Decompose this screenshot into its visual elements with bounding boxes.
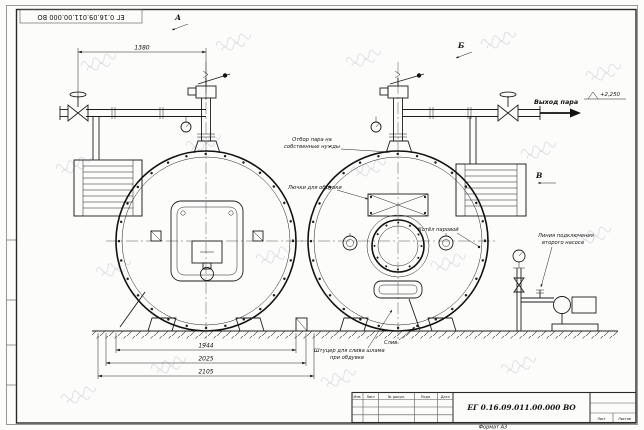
dimensions: 1380 1944 2025 2105 — [77, 45, 315, 379]
manhole — [366, 214, 430, 278]
pump-line-line1: Линия подключения — [537, 233, 594, 239]
boiler-right-view — [307, 70, 541, 332]
sludge-line2: при обдувке — [330, 355, 364, 361]
top-left-designation: ЕГ 0.16.09.011.00.000 ВО — [37, 13, 124, 21]
elevation-value: +2,250 — [600, 92, 621, 98]
pump-body — [553, 296, 571, 314]
drain-stub — [408, 298, 421, 331]
hatches-label: Лючки для обдувки — [287, 185, 342, 191]
steam-pipe-left — [86, 107, 206, 119]
annotation-hatches: Лючки для обдувки — [287, 185, 369, 200]
view-b-label: Б — [457, 41, 465, 50]
steam-outlet-arrow — [570, 108, 581, 118]
pump-base — [551, 323, 599, 332]
gate-valve-right — [497, 91, 541, 122]
annotation-pump-line: Линия подключения второго насоса — [537, 233, 594, 288]
steam-pipe-right — [402, 107, 498, 119]
tb-designation: ЕГ 0.16.09.011.00.000 ВО — [466, 403, 576, 412]
pressure-gauge-right — [370, 116, 382, 133]
top-blowoff-hatch — [367, 193, 429, 217]
own-needs-line1: Отбор пара на — [292, 137, 332, 143]
sheet-frame: ЕГ 0.16.09.011.00.000 ВО — [6, 5, 638, 425]
boiler-label: Котёл паровой — [418, 227, 459, 233]
tb-col-izm: Изм. — [354, 395, 362, 399]
gate-valve-left — [59, 91, 89, 122]
pedestal — [295, 317, 308, 332]
format-note: Формат А3 — [479, 425, 507, 430]
safety-valve-right — [379, 70, 425, 154]
pump-motor — [571, 296, 597, 314]
dim-top-width: 1380 — [134, 45, 149, 52]
dim-width-1: 1944 — [198, 343, 213, 350]
annotation-own-needs: Отбор пара на собственные нужды — [284, 137, 391, 153]
annotation-sludge: Штуцер для слива шлама при обдувке — [314, 309, 393, 361]
tb-sheet-label: Лист — [597, 417, 606, 421]
dim-width-2: 2025 — [198, 356, 213, 363]
tb-col-doc: № докум. — [388, 395, 405, 399]
sight-holes — [342, 233, 454, 251]
view-labels: А Б В — [171, 13, 556, 185]
pump-pressure-gauge — [512, 249, 526, 263]
title-block: Изм. Лист № докум. Подп. Дата ЕГ 0.16.09… — [351, 391, 637, 424]
sludge-line1: Штуцер для слива шлама — [314, 348, 385, 354]
boiler-door-burner — [170, 200, 244, 282]
tb-sheets-label: Листов — [618, 417, 631, 421]
view-v-label: В — [535, 171, 542, 180]
heat-exchanger-right — [455, 117, 527, 217]
bottom-hatch — [373, 280, 423, 299]
economizer-left — [73, 117, 143, 217]
tb-col-data: Дата — [441, 395, 450, 399]
view-a-label: А — [174, 13, 181, 22]
boiler-left-view — [59, 70, 297, 332]
feed-pump-unit — [512, 249, 599, 332]
own-needs-line2: собственные нужды — [284, 144, 340, 150]
steam-outlet-callout: Выход пара — [534, 98, 581, 118]
dim-width-3: 2105 — [198, 369, 213, 376]
ground-line — [92, 330, 618, 339]
tb-col-list: Лист — [366, 395, 375, 399]
side-fittings-left — [150, 230, 264, 242]
center-lines — [106, 62, 498, 344]
blowdown-pipe-left — [119, 291, 146, 328]
drain-label: Слив — [384, 340, 397, 346]
pressure-gauge-left — [180, 116, 192, 133]
annotation-boiler: Котёл паровой — [418, 227, 481, 249]
elevation-mark: +2,250 — [584, 91, 626, 100]
tb-col-podp: Подп. — [421, 395, 431, 399]
safety-valve-left — [187, 70, 231, 154]
annotation-drain: Слив — [384, 326, 416, 346]
pump-line-line2: второго насоса — [542, 240, 584, 246]
steam-outlet-label: Выход пара — [534, 98, 578, 106]
